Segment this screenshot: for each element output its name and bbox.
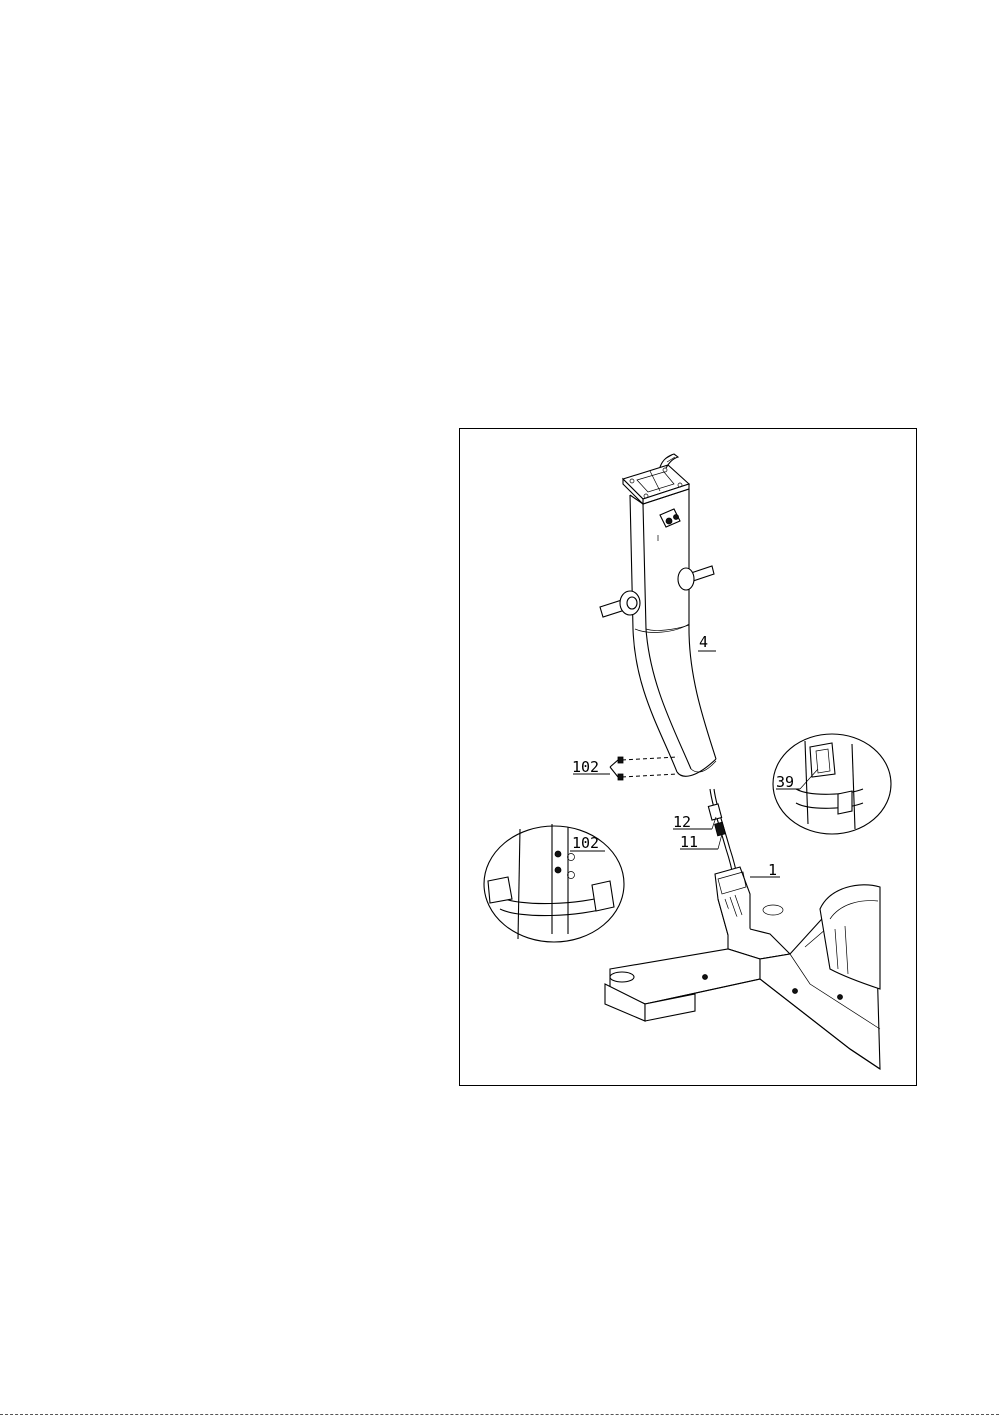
handle-axle bbox=[600, 566, 714, 617]
page-footer-line bbox=[0, 1414, 999, 1415]
callout-label-11: 11 bbox=[680, 833, 698, 851]
detail-circle-102 bbox=[484, 824, 624, 942]
assembly-diagram: 4 102 12 11 1 39 102 bbox=[460, 429, 915, 1084]
callout-label-1: 1 bbox=[768, 861, 777, 879]
callout-label-39: 39 bbox=[776, 773, 794, 791]
callout-label-4: 4 bbox=[699, 633, 708, 651]
callout-label-12: 12 bbox=[673, 813, 691, 831]
callout-label-102-detail: 102 bbox=[572, 834, 599, 852]
assembly-diagram-frame: 4 102 12 11 1 39 102 bbox=[459, 428, 917, 1086]
callout-label-102-main: 102 bbox=[572, 758, 599, 776]
base-frame bbox=[605, 867, 880, 1069]
